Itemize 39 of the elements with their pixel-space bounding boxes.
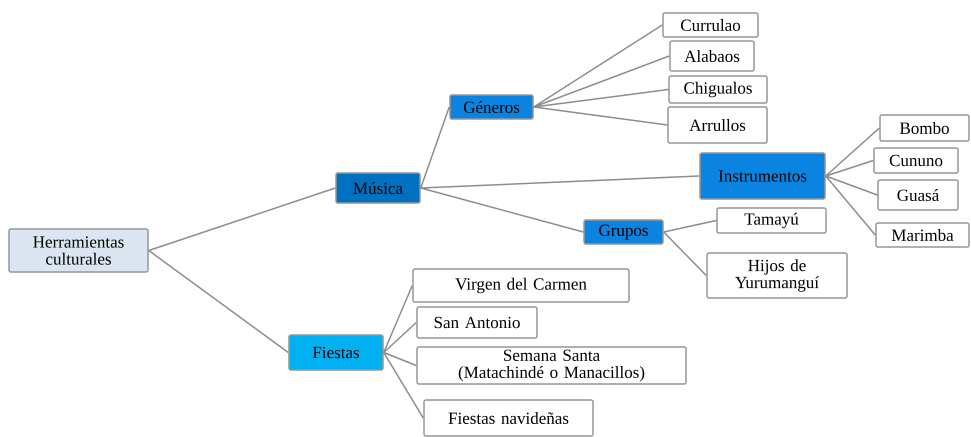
item-box: San Antonio <box>416 306 538 339</box>
connector-line <box>148 187 336 252</box>
connector-line <box>383 352 417 366</box>
connector-line <box>534 106 668 126</box>
connector-line <box>663 231 707 276</box>
item-box: Cununo <box>873 147 959 174</box>
connector-line <box>826 160 874 177</box>
connector-line <box>383 285 413 353</box>
item-box: Virgen del Carmen <box>412 268 630 303</box>
connector-line <box>420 106 450 188</box>
item-box: Marimba <box>875 222 970 248</box>
connector-line <box>533 24 663 108</box>
item-box: Alabaos <box>669 40 755 72</box>
item-box: Hijos de Yurumanguí <box>706 252 848 299</box>
connector-line <box>420 175 700 189</box>
item-box: Fiestas navideñas <box>423 399 594 437</box>
root-box: Herramientas culturales <box>8 228 149 273</box>
connector-line <box>664 220 716 233</box>
connector-line <box>420 187 584 233</box>
connector-line <box>383 352 424 418</box>
category-box: Grupos <box>583 219 664 245</box>
category-box: Música <box>335 172 421 204</box>
connector-line <box>383 322 417 354</box>
connector-line <box>148 250 289 354</box>
item-box: Currulao <box>662 12 759 38</box>
item-box: Tamayú <box>716 207 827 234</box>
connector-line <box>826 175 878 196</box>
connector-line <box>534 55 670 108</box>
item-box: Chigualos <box>668 75 768 104</box>
category-box: Fiestas <box>288 334 384 371</box>
connector-line <box>534 88 668 108</box>
category-box: Géneros <box>449 94 534 120</box>
connector-line <box>825 127 880 177</box>
item-box: Guasá <box>877 179 959 211</box>
category-box: Instrumentos <box>699 152 826 200</box>
connector-line <box>825 176 876 236</box>
item-box: Semana Santa (Matachindé o Manacillos) <box>416 346 687 385</box>
item-box: Arrullos <box>667 106 768 144</box>
item-box: Bombo <box>879 114 970 142</box>
